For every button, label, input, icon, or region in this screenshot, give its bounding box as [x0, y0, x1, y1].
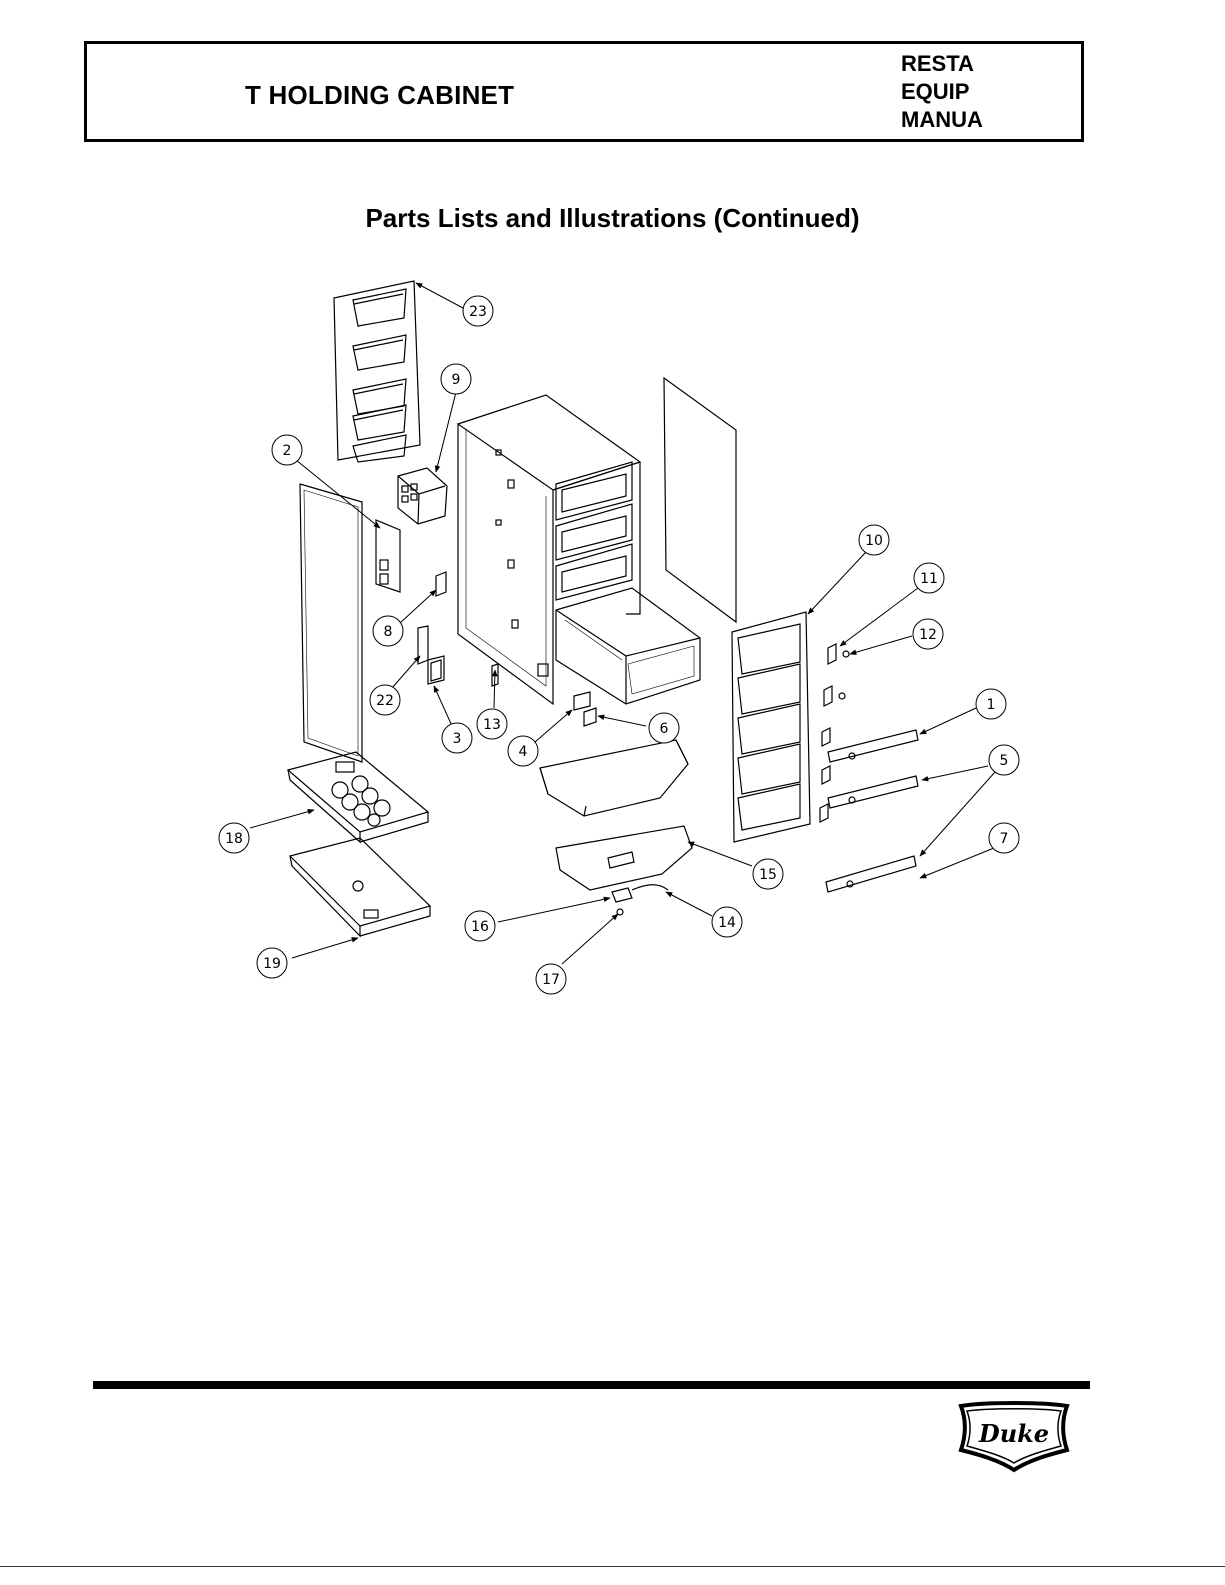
drip-trays [540, 740, 692, 890]
svg-text:15: 15 [759, 867, 777, 883]
svg-text:6: 6 [660, 721, 669, 737]
page-bottom-edge [0, 1566, 1225, 1567]
svg-text:16: 16 [471, 919, 489, 935]
cabinet-body [458, 395, 700, 704]
svg-text:2: 2 [283, 443, 292, 459]
callout-14: 14 [712, 907, 742, 937]
footer-rule [93, 1381, 1090, 1389]
callout-18: 18 [219, 823, 249, 853]
callout-5: 5 [989, 745, 1019, 775]
svg-text:4: 4 [519, 744, 528, 760]
svg-text:23: 23 [469, 304, 487, 320]
svg-text:17: 17 [542, 972, 560, 988]
shelf-panel-right [732, 612, 810, 842]
callout-17: 17 [536, 964, 566, 994]
callout-13: 13 [477, 709, 507, 739]
callout-15: 15 [753, 859, 783, 889]
callout-7: 7 [989, 823, 1019, 853]
svg-text:12: 12 [919, 627, 937, 643]
svg-text:13: 13 [483, 717, 501, 733]
callout-6: 6 [649, 713, 679, 743]
callout-1: 1 [976, 689, 1006, 719]
svg-text:22: 22 [376, 693, 394, 709]
callout-10: 10 [859, 525, 889, 555]
callout-8: 8 [373, 616, 403, 646]
callout-23: 23 [463, 296, 493, 326]
svg-text:10: 10 [865, 533, 883, 549]
duke-logo: Duke [955, 1398, 1073, 1479]
control-box [398, 468, 447, 524]
svg-text:5: 5 [1000, 753, 1009, 769]
diagram-parts [288, 281, 918, 936]
callout-4: 4 [508, 736, 538, 766]
svg-text:1: 1 [987, 697, 996, 713]
callout-2: 2 [272, 435, 302, 465]
callout-22: 22 [370, 685, 400, 715]
callout-12: 12 [913, 619, 943, 649]
bottom-trays [288, 752, 430, 936]
shelf-panel-left [334, 281, 420, 462]
svg-text:19: 19 [263, 956, 281, 972]
svg-text:14: 14 [718, 915, 736, 931]
callout-11: 11 [914, 563, 944, 593]
svg-text:18: 18 [225, 831, 243, 847]
hinge-set [820, 644, 849, 822]
display-strips [826, 730, 918, 892]
callout-9: 9 [441, 364, 471, 394]
svg-text:9: 9 [452, 372, 461, 388]
callout-19: 19 [257, 948, 287, 978]
svg-text:8: 8 [384, 624, 393, 640]
callout-3: 3 [442, 723, 472, 753]
svg-text:3: 3 [453, 731, 462, 747]
callout-bubbles: 23 9 2 8 22 3 13 4 6 10 11 12 1 5 7 15 1… [219, 296, 1019, 994]
small-parts [418, 572, 596, 726]
svg-text:Duke: Duke [978, 1419, 1049, 1448]
svg-text:7: 7 [1000, 831, 1009, 847]
side-panel-right [664, 378, 736, 622]
callout-16: 16 [465, 911, 495, 941]
svg-text:11: 11 [920, 571, 938, 587]
drain-fittings [612, 885, 668, 915]
